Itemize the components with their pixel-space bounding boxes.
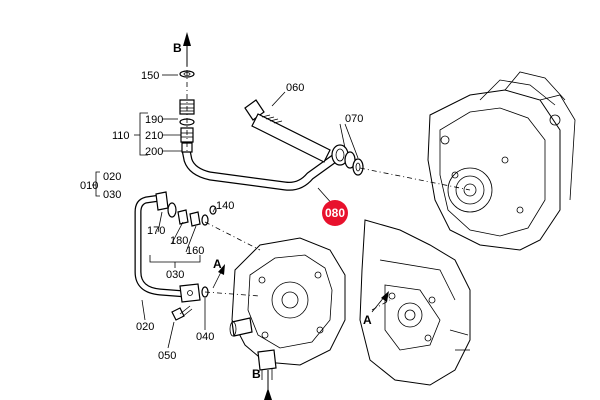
ref-b-top-label: B: [173, 41, 182, 55]
part-label-070: 070: [345, 113, 363, 125]
part-label-020-top: 020: [103, 171, 121, 183]
highlight-badge[interactable]: [322, 200, 348, 226]
part-label-110: 110: [112, 130, 130, 142]
part-label-150: 150: [141, 70, 159, 82]
part-label-210: 210: [145, 130, 163, 142]
part-label-040: 040: [196, 331, 214, 343]
highlight-callout-080[interactable]: 080: [322, 200, 348, 226]
ref-a-left-label: A: [213, 257, 222, 271]
part-label-180: 180: [170, 235, 188, 247]
oil-pipe-020: [134, 191, 209, 321]
hydraulic-pump-body: [229, 237, 346, 380]
oil-pipe-080: [181, 144, 349, 191]
part-label-050: 050: [158, 350, 176, 362]
part-label-170: 170: [147, 225, 165, 237]
part-label-160: 160: [186, 245, 204, 257]
part-label-200: 200: [145, 146, 163, 158]
part-label-010: 010: [80, 180, 98, 192]
part-label-030-top: 030: [103, 189, 121, 201]
part-label-060: 060: [286, 82, 304, 94]
small-fittings: [177, 205, 217, 227]
part-label-080: 080: [325, 206, 345, 220]
ref-b-bottom-label: B: [252, 367, 261, 381]
engine-block: [359, 219, 471, 386]
part-label-030-bottom: 030: [166, 269, 184, 281]
gear-case-housing: [427, 71, 576, 251]
ref-a-right-label: A: [363, 313, 372, 327]
banjo-bolt-060: [244, 99, 364, 176]
part-label-190: 190: [145, 114, 163, 126]
part-label-140: 140: [216, 200, 234, 212]
reference-arrows: [183, 32, 389, 400]
leader-lines: [92, 74, 359, 349]
part-label-020-bottom: 020: [136, 321, 154, 333]
